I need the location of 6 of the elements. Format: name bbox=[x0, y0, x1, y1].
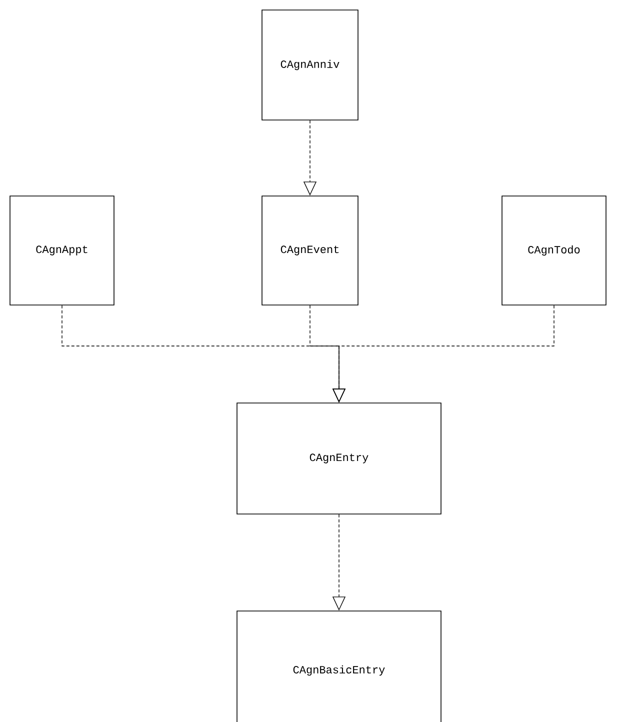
class-box: CAgnTodo bbox=[502, 196, 606, 306]
class-box: CAgnBasicEntry bbox=[236, 610, 442, 722]
class-box: CAgnEntry bbox=[236, 402, 442, 514]
class-box: CAgnEvent bbox=[262, 196, 358, 306]
class-box: CAgnAnniv bbox=[262, 10, 358, 120]
class-box: CAgnAppt bbox=[10, 196, 114, 306]
